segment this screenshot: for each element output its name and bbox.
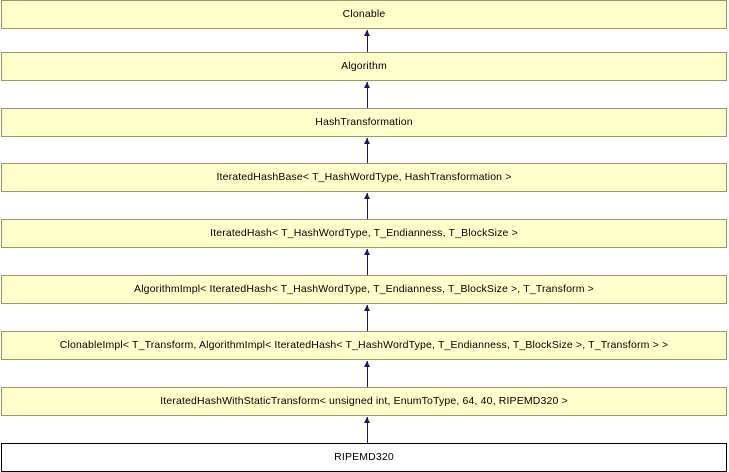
inheritance-arrow-icon <box>364 30 370 36</box>
class-node-label: Algorithm <box>341 60 387 72</box>
class-node-ripemd320[interactable]: RIPEMD320 <box>1 443 727 472</box>
class-node-iterated-hash-base[interactable]: IteratedHashBase< T_HashWordType, HashTr… <box>1 163 727 192</box>
inheritance-edge <box>367 193 368 219</box>
class-node-iterated-hash[interactable]: IteratedHash< T_HashWordType, T_Endianne… <box>1 219 727 248</box>
class-node-hash-transformation[interactable]: HashTransformation <box>1 108 727 137</box>
inheritance-edge <box>367 249 368 275</box>
inheritance-arrow-icon <box>364 82 370 88</box>
inheritance-edge <box>367 417 368 443</box>
class-node-label: Clonable <box>342 8 386 20</box>
inheritance-arrow-icon <box>364 249 370 255</box>
class-node-iterated-hash-with-static-transform[interactable]: IteratedHashWithStaticTransform< unsigne… <box>1 387 727 416</box>
inheritance-arrow-icon <box>364 193 370 199</box>
inheritance-edge <box>367 305 368 331</box>
class-node-label: IteratedHash< T_HashWordType, T_Endianne… <box>210 227 518 239</box>
inheritance-edge <box>367 30 368 52</box>
inheritance-arrow-icon <box>364 417 370 423</box>
inheritance-arrow-icon <box>364 138 370 144</box>
class-node-label: AlgorithmImpl< IteratedHash< T_HashWordT… <box>134 283 594 295</box>
inheritance-arrow-icon <box>364 361 370 367</box>
class-node-label: HashTransformation <box>315 116 413 128</box>
class-node-label: IteratedHashBase< T_HashWordType, HashTr… <box>216 171 512 183</box>
inheritance-edge <box>367 82 368 108</box>
inheritance-edge <box>367 361 368 387</box>
class-node-label: IteratedHashWithStaticTransform< unsigne… <box>160 395 568 407</box>
class-node-clonable-impl[interactable]: ClonableImpl< T_Transform, AlgorithmImpl… <box>1 331 727 360</box>
class-node-label: ClonableImpl< T_Transform, AlgorithmImpl… <box>59 339 669 351</box>
class-node-algorithm[interactable]: Algorithm <box>1 52 727 81</box>
inheritance-edge <box>367 138 368 163</box>
class-node-label: RIPEMD320 <box>334 451 394 463</box>
class-node-algorithm-impl[interactable]: AlgorithmImpl< IteratedHash< T_HashWordT… <box>1 275 727 304</box>
inheritance-arrow-icon <box>364 305 370 311</box>
class-node-clonable[interactable]: Clonable <box>1 0 727 29</box>
